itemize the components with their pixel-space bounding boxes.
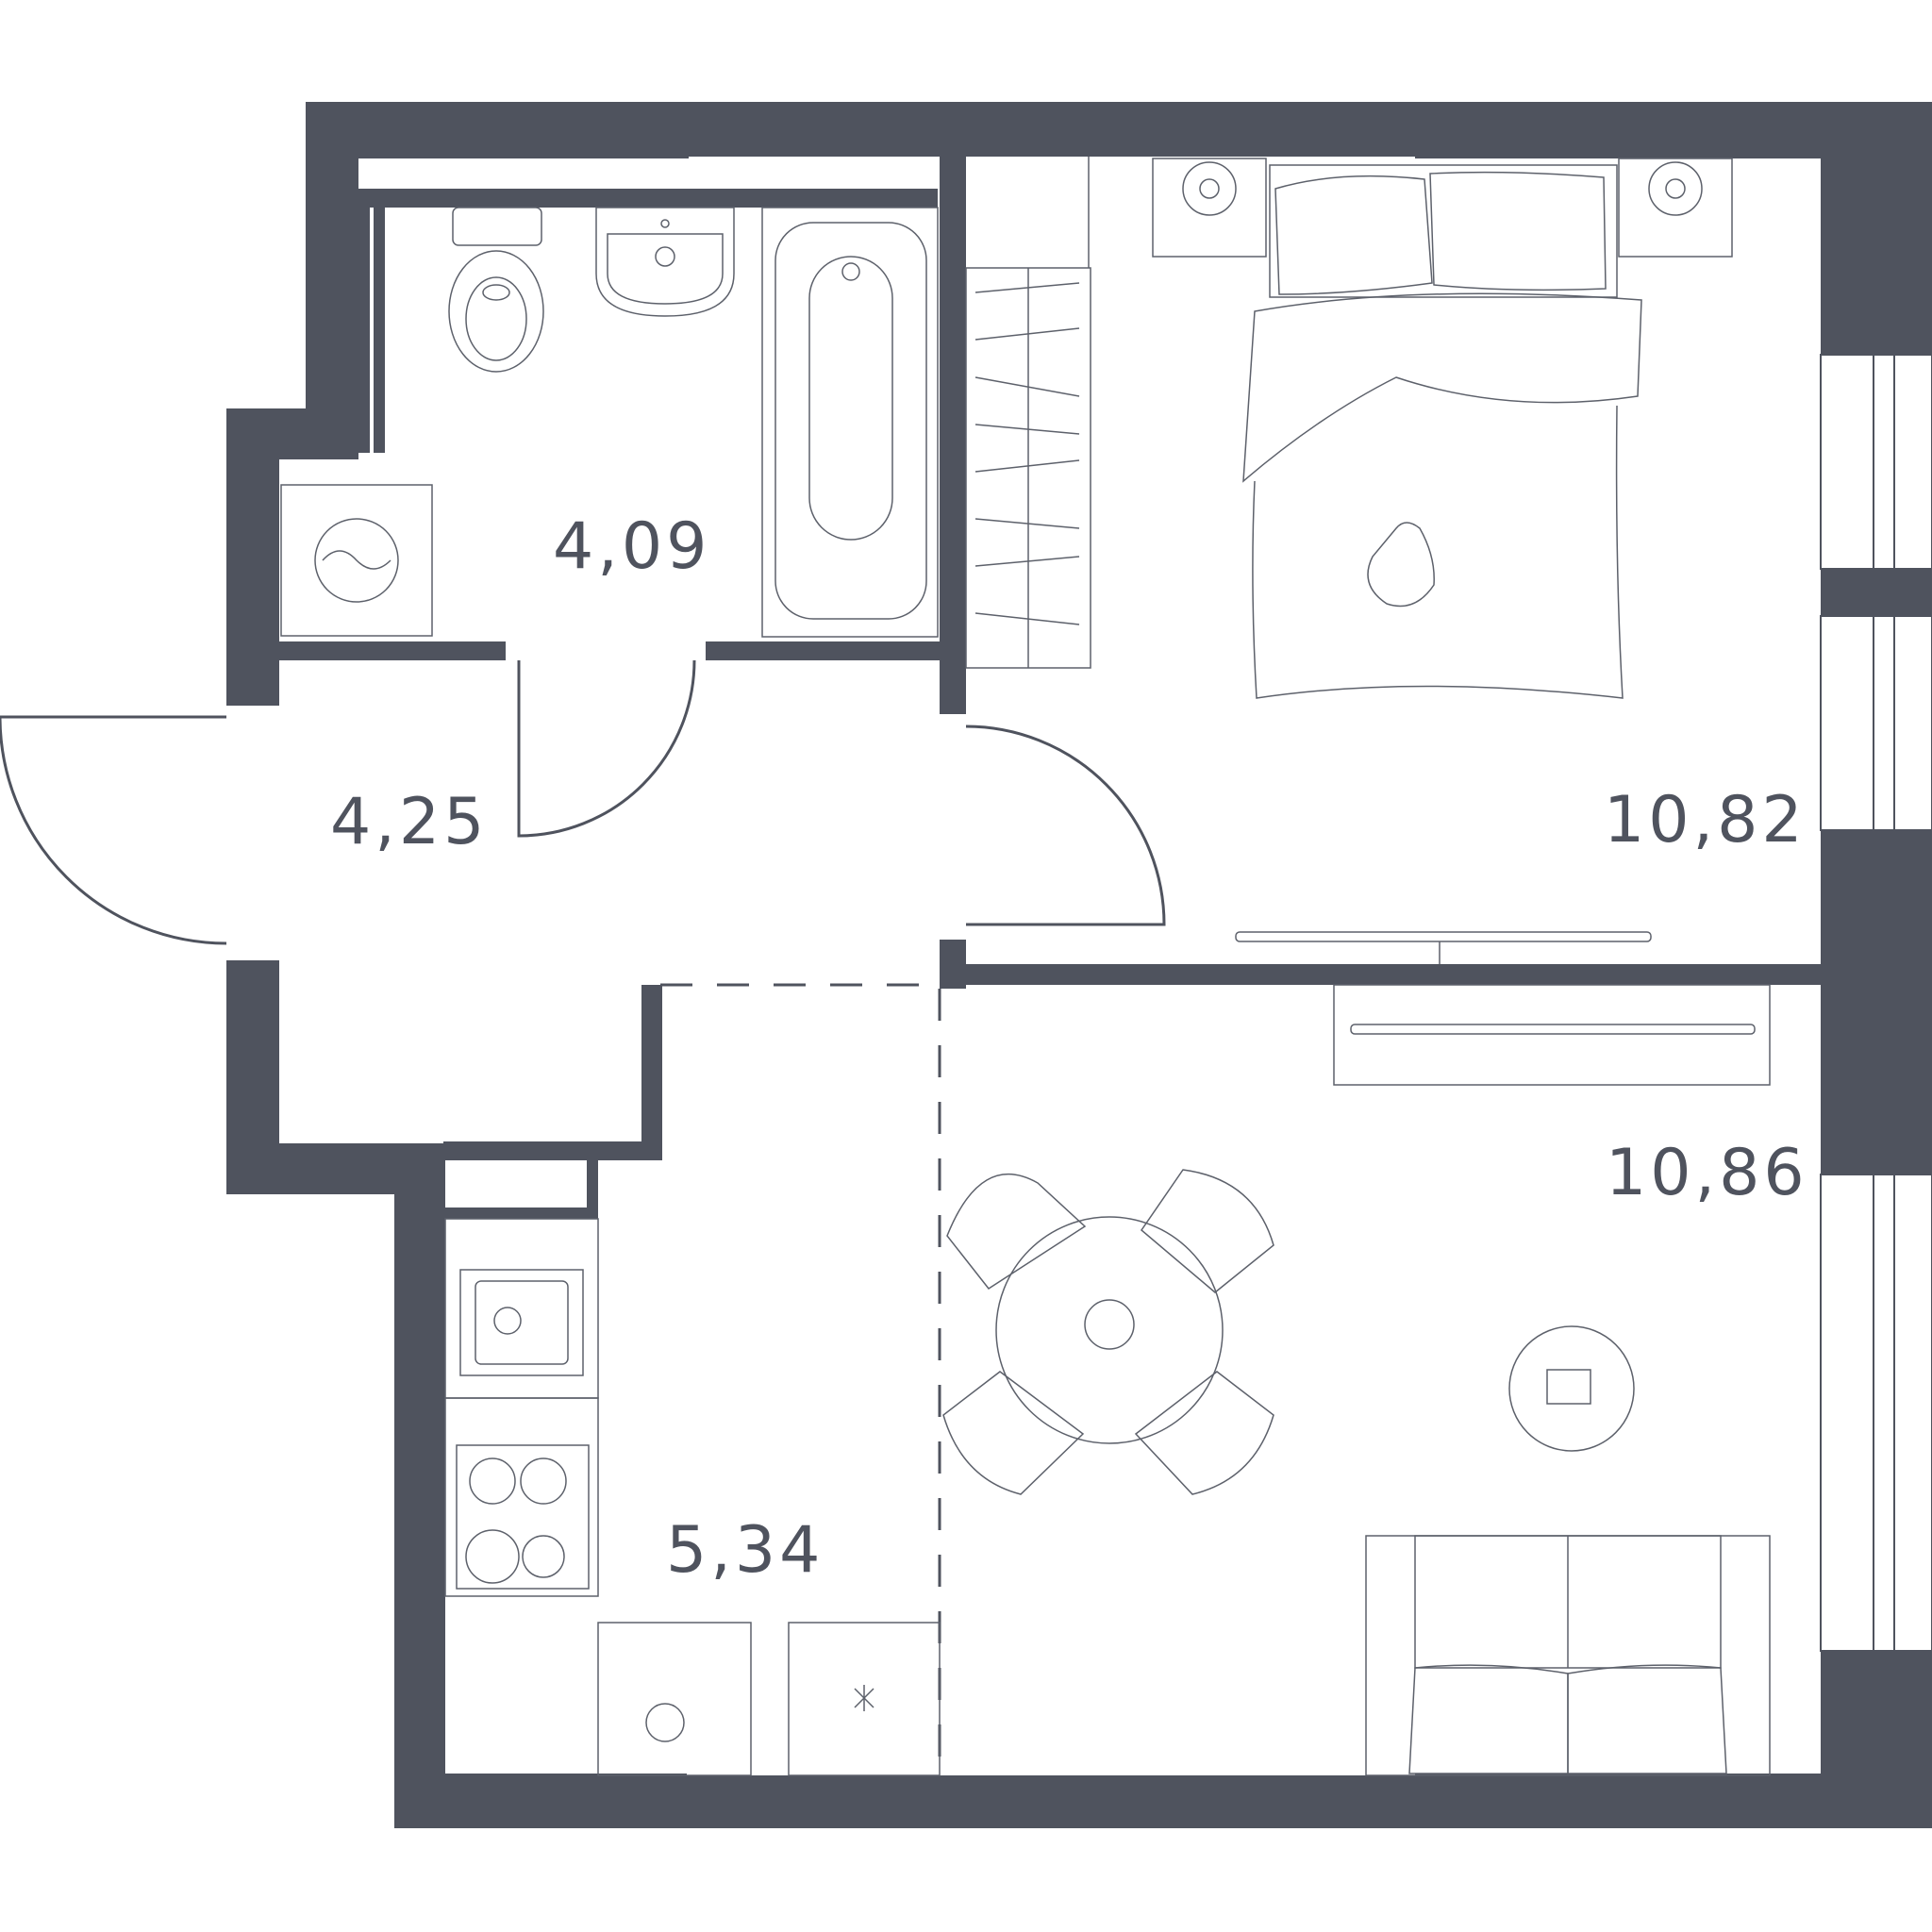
- kitchen-sink-icon: [444, 1218, 599, 1399]
- dishwasher-icon: [597, 1622, 752, 1776]
- room-area-living: 10,86: [1606, 1136, 1808, 1210]
- sofa-icon: [1365, 1535, 1771, 1776]
- bed-icon: [1242, 164, 1642, 699]
- room-area-hall: 4,25: [330, 785, 488, 859]
- bathtub-icon: [761, 207, 939, 638]
- fridge-icon: [788, 1622, 941, 1776]
- coffee-table-icon: [1508, 1325, 1635, 1452]
- cooktop-icon: [444, 1397, 599, 1597]
- doors: [0, 659, 1166, 945]
- nightstand-lamp-icon: [1618, 158, 1733, 258]
- tv-icon: [1333, 984, 1771, 1086]
- room-area-kitchen: 5,34: [666, 1513, 824, 1588]
- room-area-bedroom: 10,82: [1604, 783, 1807, 858]
- cat-icon: [1367, 522, 1435, 608]
- walls: [226, 102, 1932, 1828]
- tv-icon: [1235, 931, 1652, 964]
- chair-icon: [942, 1169, 1274, 1495]
- nightstand-lamp-icon: [1152, 158, 1267, 258]
- washing-machine-icon: [280, 484, 433, 637]
- room-area-bathroom: 4,09: [553, 509, 710, 584]
- sink-icon: [595, 207, 735, 317]
- dining-table-icon: [995, 1216, 1224, 1444]
- wardrobe-icon: [965, 157, 1091, 669]
- windows: [1820, 354, 1932, 1652]
- toilet-icon: [448, 207, 544, 373]
